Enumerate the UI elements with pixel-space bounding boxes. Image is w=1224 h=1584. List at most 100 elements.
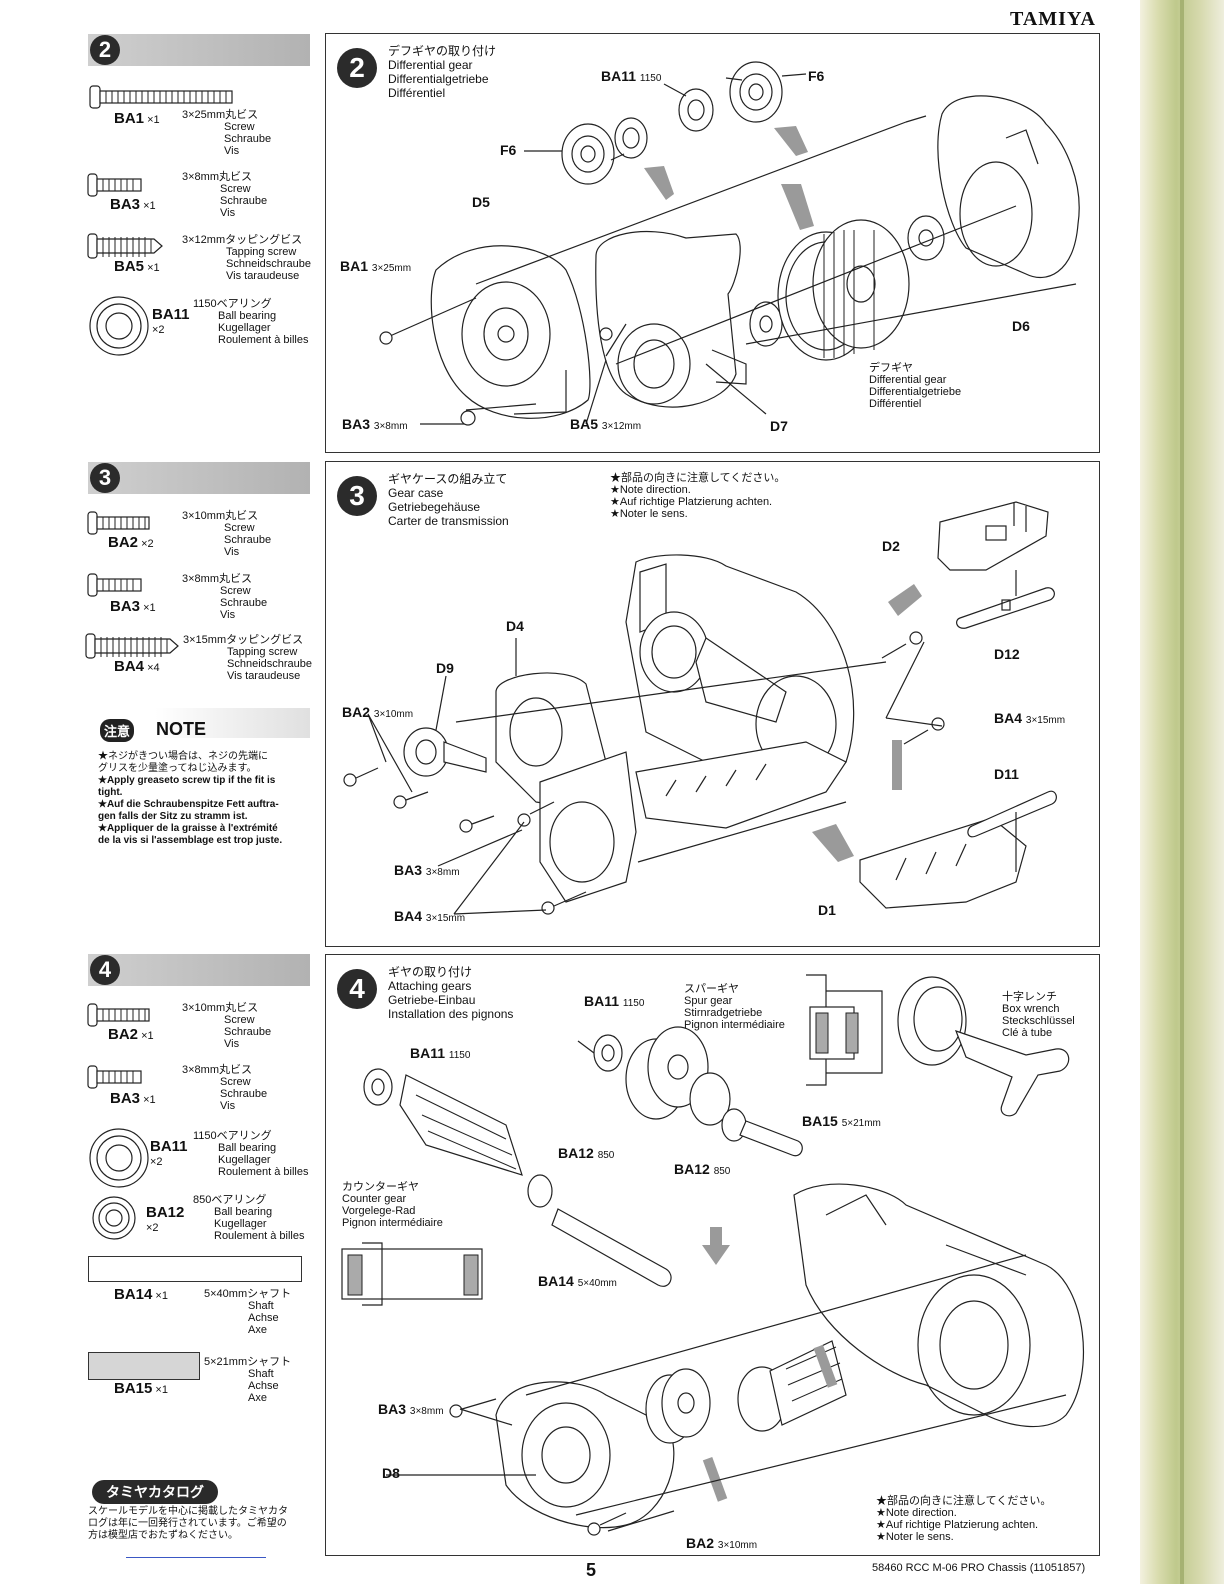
label-d11: D11: [994, 766, 1019, 782]
part-ba12-desc: 850ベアリング Ball bearing Kugellager Rouleme…: [193, 1194, 305, 1242]
part-ba11: BA11×2: [152, 306, 190, 336]
ba2-screw-icon: [87, 511, 150, 535]
f6-left-bearing: [561, 123, 615, 185]
step-3-sidebar-number: 3: [90, 463, 120, 493]
ba11-bearing-icon: [89, 1128, 149, 1188]
small-bearing: [749, 301, 783, 347]
ba2-screw-icon: [87, 1003, 150, 1027]
label-d12: D12: [994, 646, 1020, 662]
footer-rule: [126, 1557, 266, 1558]
step-4-sidebar-number: 4: [90, 955, 120, 985]
d6-housing: [937, 95, 1080, 278]
part-ba14-desc: 5×40mmシャフト Shaft Achse Axe: [204, 1288, 292, 1336]
step-4-sidebar-header: [88, 954, 310, 986]
step-3-diagram: [343, 501, 1057, 915]
label-ba4-right: BA4 3×15mm: [994, 710, 1066, 726]
d7-gear-case: [595, 231, 747, 408]
d9-part: [403, 727, 487, 777]
label-ba3: BA3 3×8mm: [342, 416, 408, 432]
label-ba2: BA2 3×10mm: [342, 704, 414, 720]
label-ba3: BA3 3×8mm: [394, 862, 460, 878]
part-ba3-desc: 3×8mm丸ビス Screw Schraube Vis: [182, 171, 268, 219]
part-ba15: BA15 ×1: [114, 1380, 168, 1397]
spur-gear: [625, 1026, 731, 1126]
d12-shaft: [956, 587, 1055, 629]
part-ba11-step4-desc: 1150ベアリング Ball bearing Kugellager Roulem…: [193, 1130, 309, 1178]
step-2-sidebar-number: 2: [90, 35, 120, 65]
step-2-diagram: [379, 61, 1080, 426]
label-ba3: BA3 3×8mm: [378, 1401, 444, 1417]
step-4-direction-note: ★部品の向きに注意してください。★Note direction.★Auf ric…: [876, 1495, 1052, 1543]
label-ba4-bottom: BA4 3×15mm: [394, 908, 466, 924]
catalog-badge: タミヤカタログ: [92, 1480, 218, 1504]
ba5-tapping-screw-icon: [87, 233, 163, 259]
step-2-number: 2: [337, 48, 377, 88]
part-ba2-desc: 3×10mm丸ビス Screw Schraube Vis: [182, 510, 272, 558]
f6-right-bearing: [729, 61, 783, 123]
part-ba2-step4-desc: 3×10mm丸ビス Screw Schraube Vis: [182, 1002, 272, 1050]
part-ba3-step4: BA3 ×1: [110, 1090, 156, 1107]
ba11-bearing-left: [614, 117, 648, 159]
ba3-screw-icon: [87, 1065, 142, 1089]
ba15-shaft-icon: [88, 1352, 200, 1380]
note-text: ★ネジがきつい場合は、ネジの先端にグリスを少量塗ってねじ込みます。 ★Apply…: [98, 751, 283, 846]
label-d9: D9: [436, 660, 454, 676]
counter-gear: [363, 1068, 553, 1208]
part-ba4: BA4 ×4: [114, 658, 160, 675]
right-bearing: [907, 215, 945, 261]
differential-gear: [777, 219, 910, 361]
gear-case-main: [625, 554, 855, 793]
ba1-screw-icon: [89, 85, 233, 109]
step-3-number: 3: [337, 476, 377, 516]
label-d7: D7: [770, 418, 788, 434]
spur-gear-inset: [806, 974, 883, 1086]
label-f6-right: F6: [808, 68, 825, 84]
bottom-pan: [635, 741, 847, 829]
note-badge: 注意: [100, 719, 135, 742]
d11-shaft: [967, 790, 1057, 838]
part-ba3: BA3 ×1: [110, 196, 156, 213]
label-d5: D5: [472, 194, 490, 210]
part-ba15-desc: 5×21mmシャフト Shaft Achse Axe: [204, 1356, 292, 1404]
d5-housing: [430, 245, 591, 419]
counter-gear-inset: [341, 1242, 483, 1306]
label-d2: D2: [882, 538, 900, 554]
ba4-tapping-screw-icon: [85, 633, 179, 659]
brand-logo: TAMIYA: [1009, 8, 1096, 30]
step-4-diagram: [341, 974, 1084, 1536]
page-number: 5: [586, 1560, 597, 1580]
part-ba3-step3-desc: 3×8mm丸ビス Screw Schraube Vis: [182, 573, 268, 621]
label-ba1: BA1 3×25mm: [340, 258, 412, 274]
label-ba11: BA11 1150: [601, 68, 662, 84]
label-ba5: BA5 3×12mm: [570, 416, 642, 432]
step-3-direction-note: ★部品の向きに注意してください。★Note direction.★Auf ric…: [610, 472, 786, 520]
part-ba5: BA5 ×1: [114, 258, 160, 275]
label-ba11-top: BA11 1150: [584, 993, 645, 1009]
part-ba14: BA14 ×1: [114, 1286, 168, 1303]
d1-part: [859, 817, 1027, 909]
note-title: NOTE: [156, 719, 207, 739]
ba14-shaft-icon: [88, 1256, 302, 1282]
label-d4: D4: [506, 618, 524, 634]
step-4-number: 4: [337, 969, 377, 1009]
ba3-screw-icon: [87, 573, 142, 597]
step-2-sidebar-header: [88, 34, 310, 66]
catalog-text: スケールモデルを中心に掲載したタミヤカタログは年に一回発行されています。ご希望の…: [88, 1506, 288, 1541]
label-ba2: BA2 3×10mm: [686, 1535, 758, 1551]
label-d6: D6: [1012, 318, 1030, 334]
ba12-bearing-icon: [92, 1196, 136, 1240]
part-ba11-desc: 1150ベアリング Ball bearing Kugellager Roulem…: [193, 298, 309, 346]
ba11-bearing-icon: [89, 296, 149, 356]
label-d1: D1: [818, 902, 836, 918]
ba3-screw-icon: [87, 173, 142, 197]
footer-code: 58460 RCC M-06 PRO Chassis (11051857): [872, 1562, 1086, 1574]
part-ba5-desc: 3×12mmタッピングビス Tapping screw Schneidschra…: [182, 234, 312, 282]
label-ba11-left: BA11 1150: [410, 1045, 471, 1061]
